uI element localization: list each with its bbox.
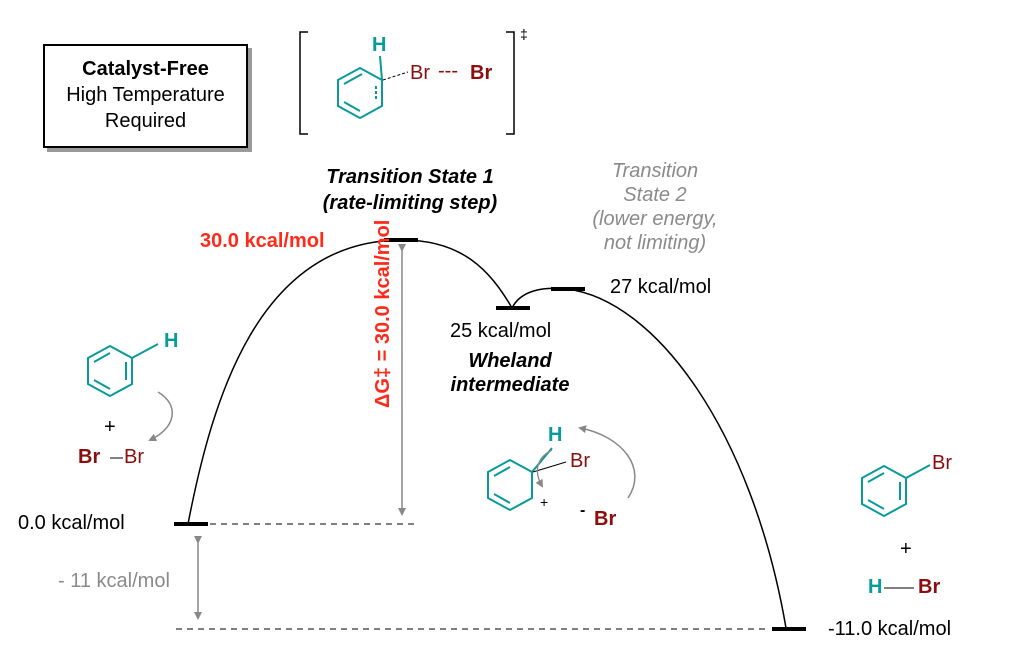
ts1-subtitle: (rate-limiting step) xyxy=(322,192,498,214)
conditions-line-3: Required xyxy=(104,110,187,132)
barrier-label: ΔG‡ = 30.0 kcal/mol xyxy=(372,219,394,408)
double-dagger: ‡ xyxy=(520,26,528,42)
conditions-line-2: High Temperature xyxy=(66,84,225,106)
ts2-line-2: State 2 xyxy=(623,184,687,206)
energy-curve xyxy=(187,239,787,629)
intermediate-energy: 25 kcal/mol xyxy=(450,320,552,342)
intermediate-subtitle: intermediate xyxy=(450,374,570,396)
product-br-2: Br xyxy=(918,576,941,598)
product-plus: + xyxy=(900,538,912,560)
conditions-box: Catalyst-Free High Temperature Required xyxy=(43,44,248,148)
product-br-label: Br xyxy=(932,452,952,474)
product-h-label: H xyxy=(868,576,883,598)
reactant-plus: + xyxy=(104,416,116,438)
ts-ring-icon xyxy=(337,55,383,120)
ts-bond-dashed xyxy=(382,71,409,81)
bromide-curved-arrow xyxy=(578,425,636,499)
conditions-line-1: Catalyst-Free xyxy=(82,58,209,80)
ts-h-label: H xyxy=(372,34,387,56)
reactant-br-2: Br xyxy=(124,446,144,468)
ts2-line-1: Transition xyxy=(611,160,699,182)
ts-bracket-right xyxy=(506,31,515,135)
bromobenzene-icon xyxy=(861,464,931,518)
wheland-plus-charge: + xyxy=(540,494,549,510)
product-energy: -11.0 kcal/mol xyxy=(828,618,952,640)
reactant-br-1: Br xyxy=(78,446,101,468)
wheland-br-bond xyxy=(532,461,567,473)
ts1-energy: 30.0 kcal/mol xyxy=(200,230,325,252)
reactant-h-label: H xyxy=(164,330,179,352)
ts-br-dashes: --- xyxy=(438,60,458,82)
ts2-line-3: (lower energy, xyxy=(592,208,718,230)
ts2-energy: 27 kcal/mol xyxy=(610,276,712,298)
bromide-label: Br xyxy=(594,508,617,530)
ts-br-left: Br xyxy=(410,62,430,84)
wheland-br-label: Br xyxy=(570,450,590,472)
ts2-line-4: not limiting) xyxy=(603,232,707,254)
ts-bracket-left xyxy=(299,31,308,135)
ts1-title: Transition State 1 xyxy=(326,166,494,188)
wheland-curved-arrow-inner xyxy=(535,449,553,488)
reactant-energy: 0.0 kcal/mol xyxy=(18,512,125,534)
benzene-reactant-icon xyxy=(87,343,159,398)
reaction-energy-label: - 11 kcal/mol xyxy=(58,570,170,592)
bromide-charge: - xyxy=(580,502,586,519)
wheland-h-label: H xyxy=(548,424,563,446)
ts-br-right: Br xyxy=(470,62,493,84)
reactant-curved-arrow xyxy=(148,391,174,442)
intermediate-title: Wheland xyxy=(468,350,552,372)
